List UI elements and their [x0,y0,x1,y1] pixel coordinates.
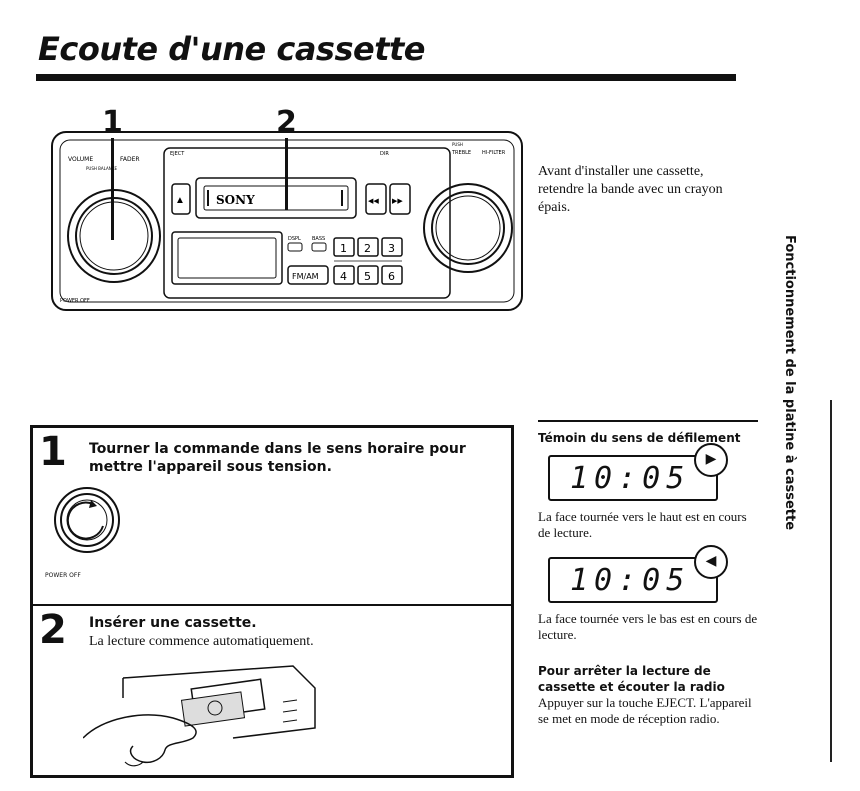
lcd-time: 10:05 [570,563,691,598]
callout-2: 2 [276,105,297,140]
push-label: PUSH [452,142,463,147]
preset-button-2[interactable]: 2 [357,237,379,257]
preset-button-3[interactable]: 3 [381,237,403,257]
callout-2-line [285,138,288,210]
volume-knob[interactable] [67,189,161,283]
intro-note: Avant d'installer une cassette, retendre… [538,164,723,215]
dir-label: DIR [380,151,389,157]
step-2-text: Insérer une cassette. [89,615,257,631]
dspl-label: DSPL [288,236,301,242]
stop-text: Appuyer sur la touche EJECT. L'appareil … [538,695,752,726]
hi-filter-label: HI-FILTER [482,150,506,156]
power-knob-illustration [54,487,120,553]
lcd-display-reverse: 10:05 ◀ [548,545,728,603]
lcd-time: 10:05 [570,461,691,496]
direction-panel: Témoin du sens de défilement 10:05 ▶ La … [538,420,760,727]
step-1: 1 Tourner la commande dans le sens horai… [33,428,511,606]
dspl-button[interactable] [287,242,303,252]
fast-forward-icon: ▶▶ [392,197,403,205]
lcd-display-forward: 10:05 ▶ [548,443,728,501]
svg-text:5: 5 [364,270,371,283]
svg-text:6: 6 [388,270,395,283]
fader-label: FADER [120,156,140,163]
rotate-arrow-icon [89,500,97,508]
step-1-text: Tourner la commande dans le sens horaire… [89,441,466,475]
fm-am-label: FM/AM [292,272,319,281]
bass-button[interactable] [311,242,327,252]
side-rule [830,400,832,762]
steps-box: 1 Tourner la commande dans le sens horai… [30,425,514,778]
fast-forward-button[interactable]: ▶▶ [389,183,411,215]
treble-label: TREBLE [451,150,471,156]
direction-title: Témoin du sens de défilement [538,431,741,445]
side-tab-label: Fonctionnement de la platine à cassette [782,235,797,531]
bass-label: BASS [312,236,325,242]
fm-am-button[interactable]: FM/AM [287,265,329,285]
eject-icon: ▲ [175,195,185,206]
step-2-number: 2 [39,607,67,653]
lcd-caption-forward: La face tournée vers le haut est en cour… [538,509,747,540]
preset-button-4[interactable]: 4 [333,265,355,285]
step-2: 2 Insérer une cassette. La lecture comme… [33,606,511,775]
svg-text:2: 2 [364,242,371,255]
svg-text:4: 4 [340,270,347,283]
volume-label: VOLUME [68,156,93,163]
power-off-label: POWER OFF [60,298,90,304]
play-reverse-icon: ◀ [694,545,728,579]
title-rule [36,74,736,81]
rewind-button[interactable]: ◀◀ [365,183,387,215]
cassette-insert-illustration [83,665,316,767]
svg-text:1: 1 [340,242,347,255]
stop-title: Pour arrêter la lecture de cassette et é… [538,664,725,694]
radio-display [171,231,283,285]
step-2-subtext: La lecture commence automatiquement. [89,634,314,649]
balance-label: PUSH BALANCE [86,166,117,171]
knob-power-off-label: POWER OFF [45,572,81,579]
page-title: Ecoute d'une cassette [38,30,426,68]
preset-button-1[interactable]: 1 [333,237,355,257]
right-rule [538,420,758,422]
cassette-slot[interactable]: SONY [195,177,357,219]
callout-1-line [111,138,114,240]
preset-button-6[interactable]: 6 [381,265,403,285]
lcd-caption-reverse: La face tournée vers le bas est en cours… [538,611,758,642]
eject-button[interactable]: ▲ [171,183,191,215]
section-side-tab: Fonctionnement de la platine à cassette [778,235,808,655]
rewind-icon: ◀◀ [368,197,379,205]
eject-label: EJECT [170,151,185,157]
brand-logo: SONY [216,193,255,207]
step-1-number: 1 [39,429,67,475]
car-radio-diagram: VOLUME FADER PUSH BALANCE POWER OFF EJEC… [51,131,523,311]
svg-text:3: 3 [388,242,395,255]
preset-button-5[interactable]: 5 [357,265,379,285]
callout-1: 1 [102,105,123,140]
play-forward-icon: ▶ [694,443,728,477]
tone-knob[interactable] [423,183,513,273]
